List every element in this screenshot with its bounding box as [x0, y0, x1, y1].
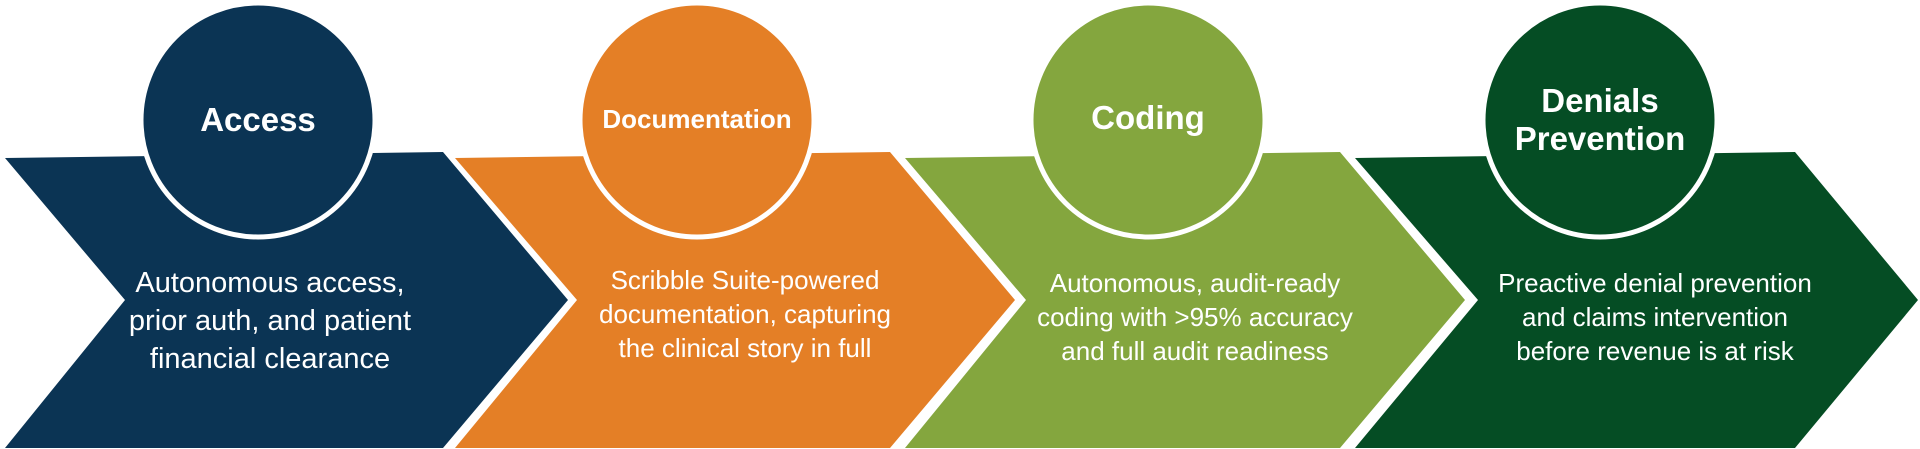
step-1-arrow [5, 152, 568, 448]
step-3-circle [1028, 0, 1268, 240]
step-3-description: Autonomous, audit-ready coding with >95%… [1025, 258, 1365, 378]
step-2-desc-line-2: documentation, capturing [599, 299, 891, 330]
step-4-description: Preactive denial prevention and claims i… [1475, 258, 1835, 378]
step-1-desc-line-3: financial clearance [149, 342, 391, 375]
step-3-title-line-1: Coding [1091, 99, 1205, 137]
step-4-desc-line-3: before revenue is at risk [1516, 335, 1794, 366]
step-3-arrow [905, 152, 1465, 448]
step-2-circle [577, 0, 817, 240]
step-4-desc-line-2: and claims intervention [1522, 302, 1788, 333]
step-1-title: Access [148, 70, 368, 170]
step-4-title: Denials Prevention [1490, 70, 1710, 170]
step-2-description: Scribble Suite-powered documentation, ca… [575, 255, 915, 375]
step-4-circle [1480, 0, 1720, 240]
step-1-desc-line-1: Autonomous access, [135, 267, 405, 300]
step-2-title: Documentation [577, 70, 817, 170]
step-2-desc-line-1: Scribble Suite-powered [610, 265, 880, 296]
step-4-desc-line-1: Preactive denial prevention [1498, 268, 1812, 299]
step-2-arrow [455, 152, 1015, 448]
step-2-desc-line-3: the clinical story in full [618, 332, 872, 363]
step-2-title-line-1: Documentation [602, 104, 792, 135]
step-1-description: Autonomous access, prior auth, and patie… [120, 252, 420, 392]
step-4-title-line-2: Prevention [1514, 120, 1686, 157]
step-4-arrow [1355, 152, 1918, 448]
step-4-title-line-1: Denials [1541, 82, 1659, 120]
step-3-desc-line-1: Autonomous, audit-ready [1049, 268, 1341, 299]
step-1-desc-line-2: prior auth, and patient [128, 305, 412, 338]
step-3-desc-line-3: and full audit readiness [1061, 335, 1329, 366]
step-3-desc-line-2: coding with >95% accuracy [1037, 302, 1353, 333]
step-3-title: Coding [1038, 68, 1258, 168]
step-1-title-line-1: Access [200, 101, 316, 139]
step-1-circle [138, 0, 378, 240]
